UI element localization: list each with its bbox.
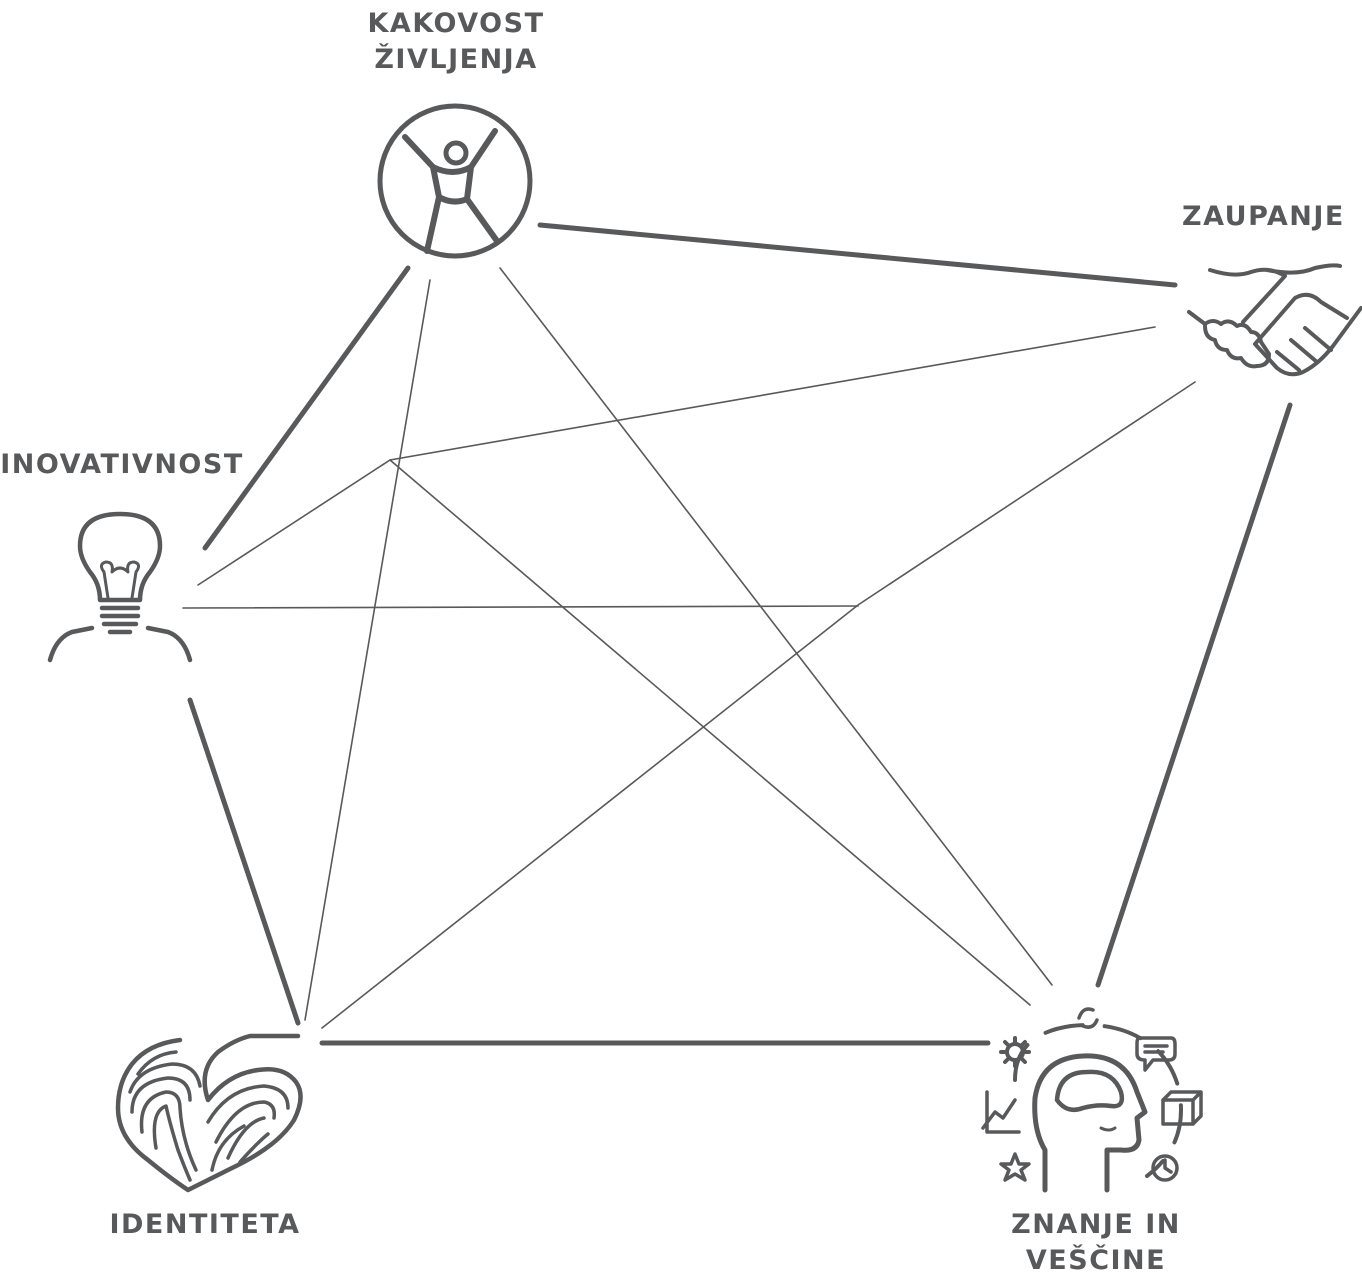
edge-kakovost-zaupanje: [537, 222, 1178, 288]
label-zaupanje-line1: ZAUPANJE: [1182, 201, 1345, 232]
label-identiteta: IDENTITETA: [96, 1207, 314, 1243]
label-zaupanje: ZAUPANJE: [1182, 199, 1345, 235]
edge-kakovost-inovativnost: [202, 265, 411, 551]
edge-inovativnost-zaupanje: [197, 326, 1156, 586]
lightbulb-head-icon: [46, 510, 194, 665]
outer-connections: [187, 222, 1293, 1046]
fingerprint-leaf-icon: [108, 1030, 308, 1195]
label-inovativnost: INOVATIVNOST: [0, 447, 244, 483]
edge-inovativnost-center: [182, 605, 859, 609]
label-kakovost-line2: ŽIVLJENJA: [374, 44, 538, 75]
label-identiteta-line1: IDENTITETA: [109, 1209, 301, 1240]
person-jumping-in-circle-icon: [375, 101, 535, 261]
inner-connections: [182, 267, 1196, 1029]
label-znanje-line2: VEŠČINE: [1025, 1245, 1167, 1276]
label-kakovost-zivljenja: KAKOVOST ŽIVLJENJA: [356, 6, 556, 78]
label-inovativnost-line1: INOVATIVNOST: [0, 449, 244, 480]
edge-kakovost-znanje: [499, 267, 1053, 986]
label-znanje-in-vescine: ZNANJE IN VEŠČINE: [990, 1207, 1202, 1279]
label-kakovost-line1: KAKOVOST: [367, 8, 545, 39]
label-znanje-line1: ZNANJE IN: [1011, 1209, 1181, 1240]
head-knowledge-icon: [975, 1000, 1205, 1195]
edge-left-node-znanje: [389, 459, 1031, 1006]
edge-kakovost-identiteta: [304, 279, 431, 1021]
edge-identiteta-zaupanje: [321, 381, 1196, 1029]
handshake-icon: [1185, 262, 1362, 382]
edge-inovativnost-identiteta: [187, 697, 301, 1026]
edge-znanje-zaupanje: [1095, 402, 1293, 988]
